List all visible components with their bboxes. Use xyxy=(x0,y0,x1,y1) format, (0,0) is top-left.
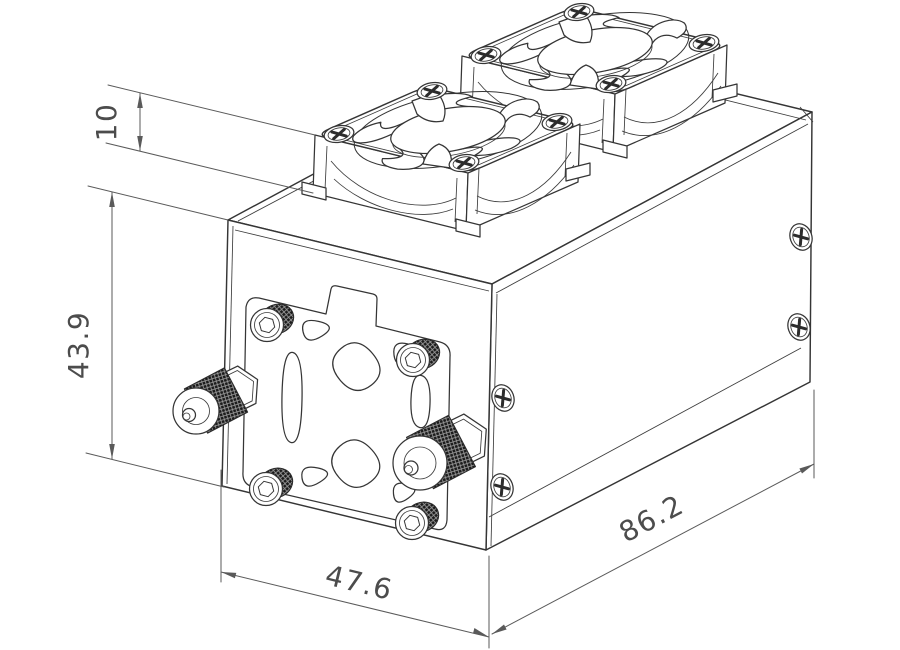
arrowhead-icon xyxy=(492,624,507,634)
dimension-fan-height: 10 xyxy=(90,84,316,194)
plate-cutout-slot-right xyxy=(410,374,431,429)
arrowhead-icon xyxy=(221,572,237,579)
plate-cutout-triangle-sw xyxy=(301,466,329,487)
extension-line xyxy=(107,84,316,136)
plate-cutout-diamond-bottom xyxy=(331,439,381,488)
arrowhead-icon xyxy=(473,628,489,637)
arrowhead-icon xyxy=(109,192,115,207)
dimension-body-height: 43.9 xyxy=(62,185,229,488)
arrowhead-icon xyxy=(137,93,143,108)
thumbscrew-left xyxy=(172,365,259,435)
plate-cutout-triangle-nw xyxy=(301,319,330,341)
dimension-line xyxy=(491,463,815,635)
arrowhead-icon xyxy=(137,136,143,151)
dimension-line xyxy=(220,571,490,638)
arrowhead-icon xyxy=(799,464,814,474)
extension-line xyxy=(85,452,225,488)
thumbscrew-pin xyxy=(181,407,197,423)
extension-line xyxy=(105,142,314,194)
extension-line xyxy=(87,185,229,221)
dimension-label-body-depth: 86.2 xyxy=(614,488,690,549)
dimension-label-body-height: 43.9 xyxy=(62,311,95,379)
plate-cutout-slot-left xyxy=(281,351,303,444)
faceplate-cutouts xyxy=(281,319,431,503)
dimension-label-fan-height: 10 xyxy=(90,103,123,142)
arrowhead-icon xyxy=(109,444,115,459)
thumbscrew-pin xyxy=(403,460,419,476)
plate-cutout-diamond-top xyxy=(332,342,381,392)
thumbscrew-right xyxy=(392,413,487,491)
